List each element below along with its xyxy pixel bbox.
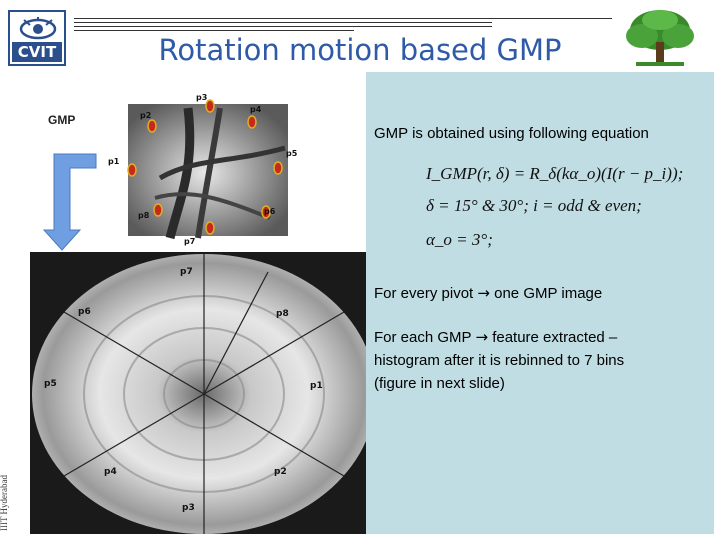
feature-line-2: histogram after it is rebinned to 7 bins (374, 352, 625, 369)
pivot-label-p4: p4 (250, 105, 262, 114)
pivot-label-p2: p2 (140, 111, 151, 120)
text-panel: GMP is obtained using following equation… (366, 72, 714, 534)
feature-line-3: (figure in next slide) (374, 375, 505, 392)
feature-line-a: For each GMP (374, 329, 472, 346)
header-rule (74, 30, 354, 31)
header-rule (74, 26, 492, 27)
pivot-markers (127, 99, 283, 235)
equation-alpha: α_o = 3°; (426, 230, 493, 249)
pivot-line-a: For every pivot (374, 285, 474, 302)
pivot-line: For every pivot → one GMP image (374, 282, 602, 305)
right-arrow-icon: → (477, 284, 490, 302)
feature-line-b: feature extracted – (492, 329, 618, 346)
sector-label-p4: p4 (104, 467, 117, 477)
fundus-image: p3 p2 p4 p1 p5 p8 p6 p7 (108, 93, 298, 246)
sector-label-p6: p6 (78, 307, 91, 317)
eye-icon (19, 17, 57, 40)
gmp-label: GMP (48, 113, 76, 127)
pivot-label-p5: p5 (286, 149, 298, 158)
feature-line-1: For each GMP → feature extracted – (374, 326, 617, 349)
side-credit: IIIT Hyderabad (0, 474, 9, 532)
pivot-label-p1: p1 (108, 157, 120, 166)
pivot-line-b: one GMP image (494, 285, 603, 302)
header-rule (74, 22, 492, 23)
pivot-label-p7: p7 (184, 237, 195, 246)
equation-delta: δ = 15° & 30°; i = odd & even; (426, 196, 642, 215)
sector-label-p2: p2 (274, 467, 287, 477)
right-arrow-icon: → (475, 328, 489, 346)
equation-intro: GMP is obtained using following equation (374, 125, 649, 142)
polar-gmp-image: p7 p6 p8 p5 p1 p4 p2 p3 (30, 252, 376, 534)
sector-label-p8: p8 (276, 309, 289, 319)
cvit-logo: CVIT (8, 10, 66, 66)
header-rule (74, 18, 612, 19)
pivot-label-p6: p6 (264, 207, 276, 216)
sector-label-p7: p7 (180, 267, 193, 277)
pivot-label-p3: p3 (196, 93, 207, 102)
slide-title: Rotation motion based GMP (158, 33, 562, 67)
sector-label-p3: p3 (182, 503, 195, 513)
logo-text: CVIT (12, 42, 62, 62)
tree-logo (626, 10, 694, 66)
pivot-label-p8: p8 (138, 211, 150, 220)
arrow-down-icon (42, 153, 97, 251)
sector-label-p5: p5 (44, 379, 57, 389)
equation-gmp: I_GMP(r, δ) = R_δ(kα_o)(I(r − p_i)); (426, 164, 684, 183)
sector-label-p1: p1 (310, 381, 323, 391)
